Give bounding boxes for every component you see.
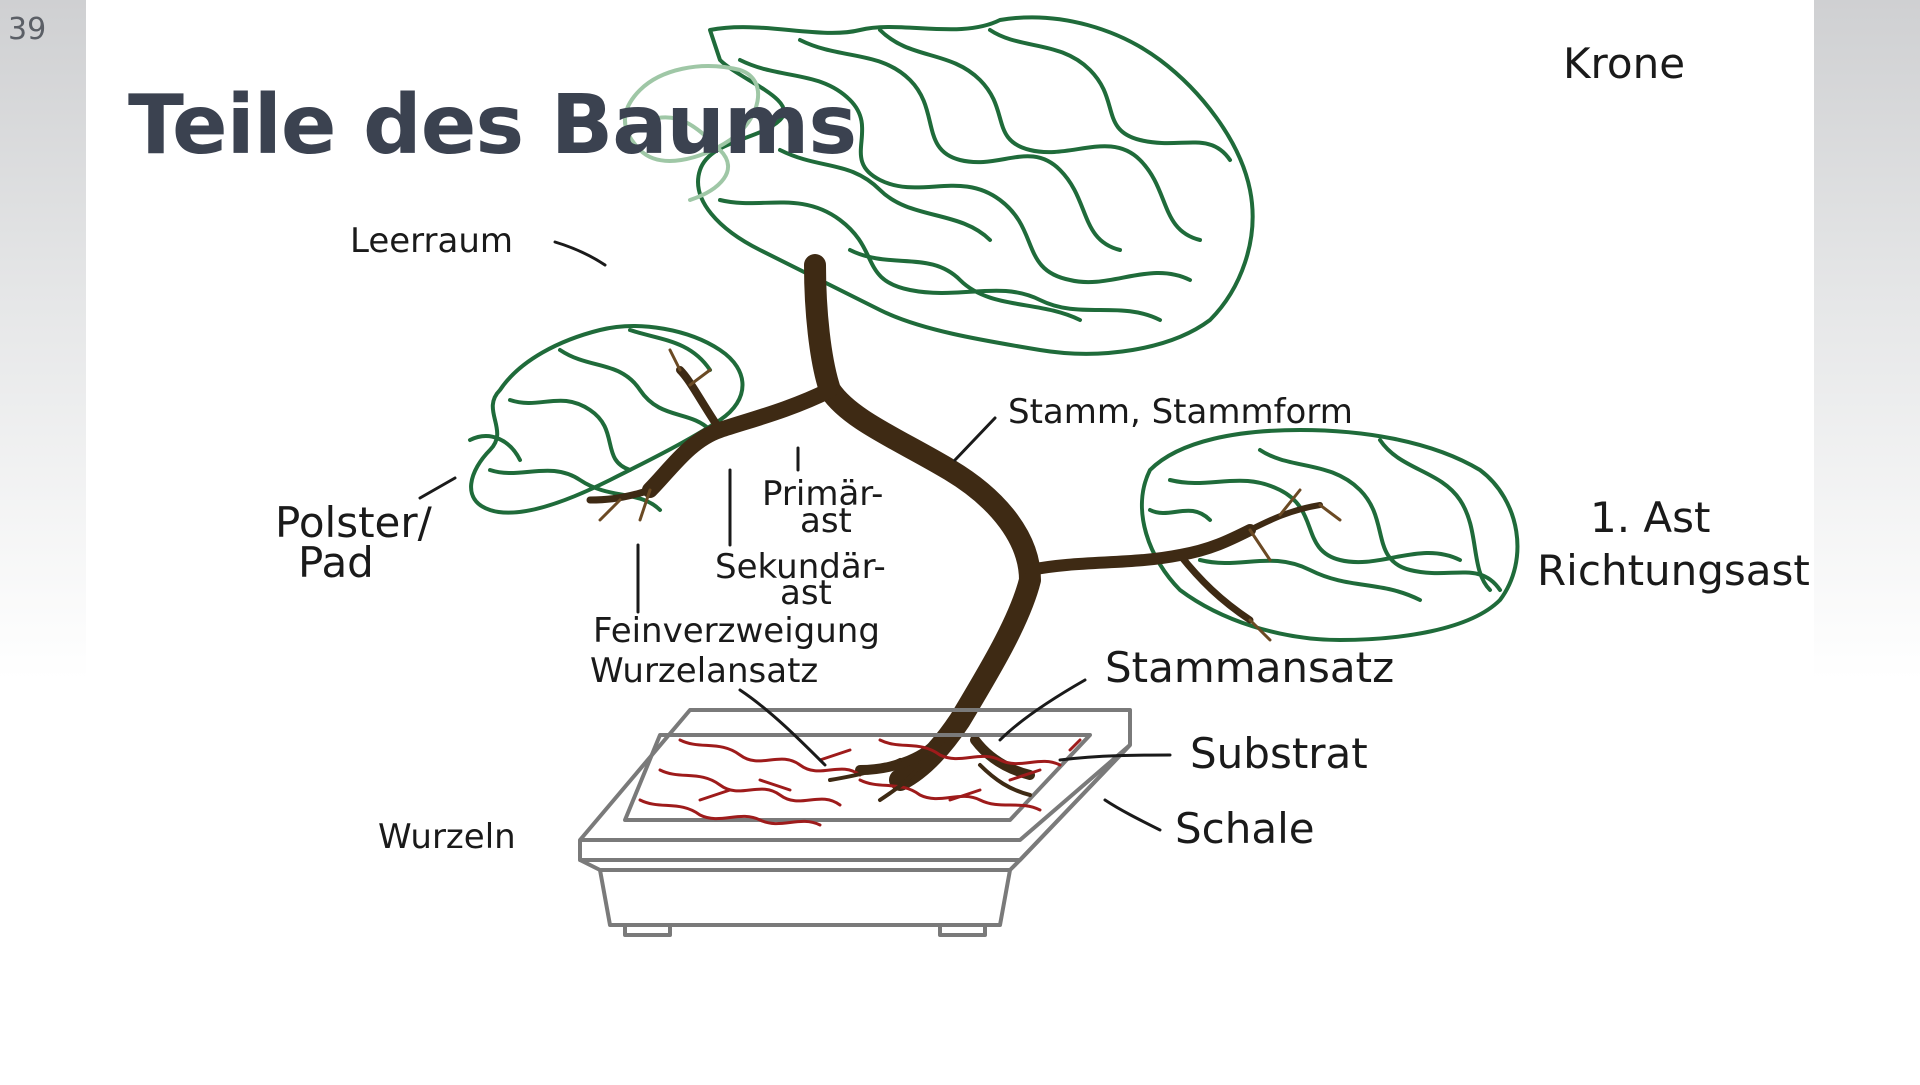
label-primaerast-line1: Primär- xyxy=(762,474,883,514)
label-wurzelansatz: Wurzelansatz xyxy=(590,651,818,691)
label-schale: Schale xyxy=(1175,804,1315,853)
label-richtungsast: Richtungsast xyxy=(1537,546,1810,595)
label-polster-line2: Pad xyxy=(298,538,374,587)
label-wurzeln: Wurzeln xyxy=(378,817,516,857)
roots xyxy=(828,758,1032,802)
label-ast1: 1. Ast xyxy=(1590,493,1711,542)
substrate-soil xyxy=(638,738,1082,827)
right-branch-foliage xyxy=(1140,428,1520,642)
trunk-and-branches xyxy=(586,254,1323,791)
slide-title: Teile des Baums xyxy=(128,78,857,173)
label-stammansatz: Stammansatz xyxy=(1105,643,1394,692)
label-sekundaerast-line2: ast xyxy=(780,573,832,613)
label-leerraum: Leerraum xyxy=(350,221,513,261)
label-stamm: Stamm, Stammform xyxy=(1008,392,1353,432)
fine-twigs xyxy=(598,348,1342,642)
slide-panel xyxy=(86,0,1814,680)
label-primaerast-line2: ast xyxy=(800,501,852,541)
crown-foliage-faded xyxy=(623,64,760,202)
slide-number: 39 xyxy=(8,12,47,47)
label-sekundaerast-line1: Sekundär- xyxy=(715,547,886,587)
left-pad-foliage xyxy=(468,324,745,515)
pot xyxy=(578,708,1132,937)
leader-lines xyxy=(418,240,1172,832)
crown-foliage xyxy=(696,15,1255,356)
label-krone: Krone xyxy=(1563,39,1685,88)
label-feinverzweigung: Feinverzweigung xyxy=(593,611,880,651)
label-substrat: Substrat xyxy=(1190,729,1368,778)
label-polster-line1: Polster/ xyxy=(275,498,433,547)
